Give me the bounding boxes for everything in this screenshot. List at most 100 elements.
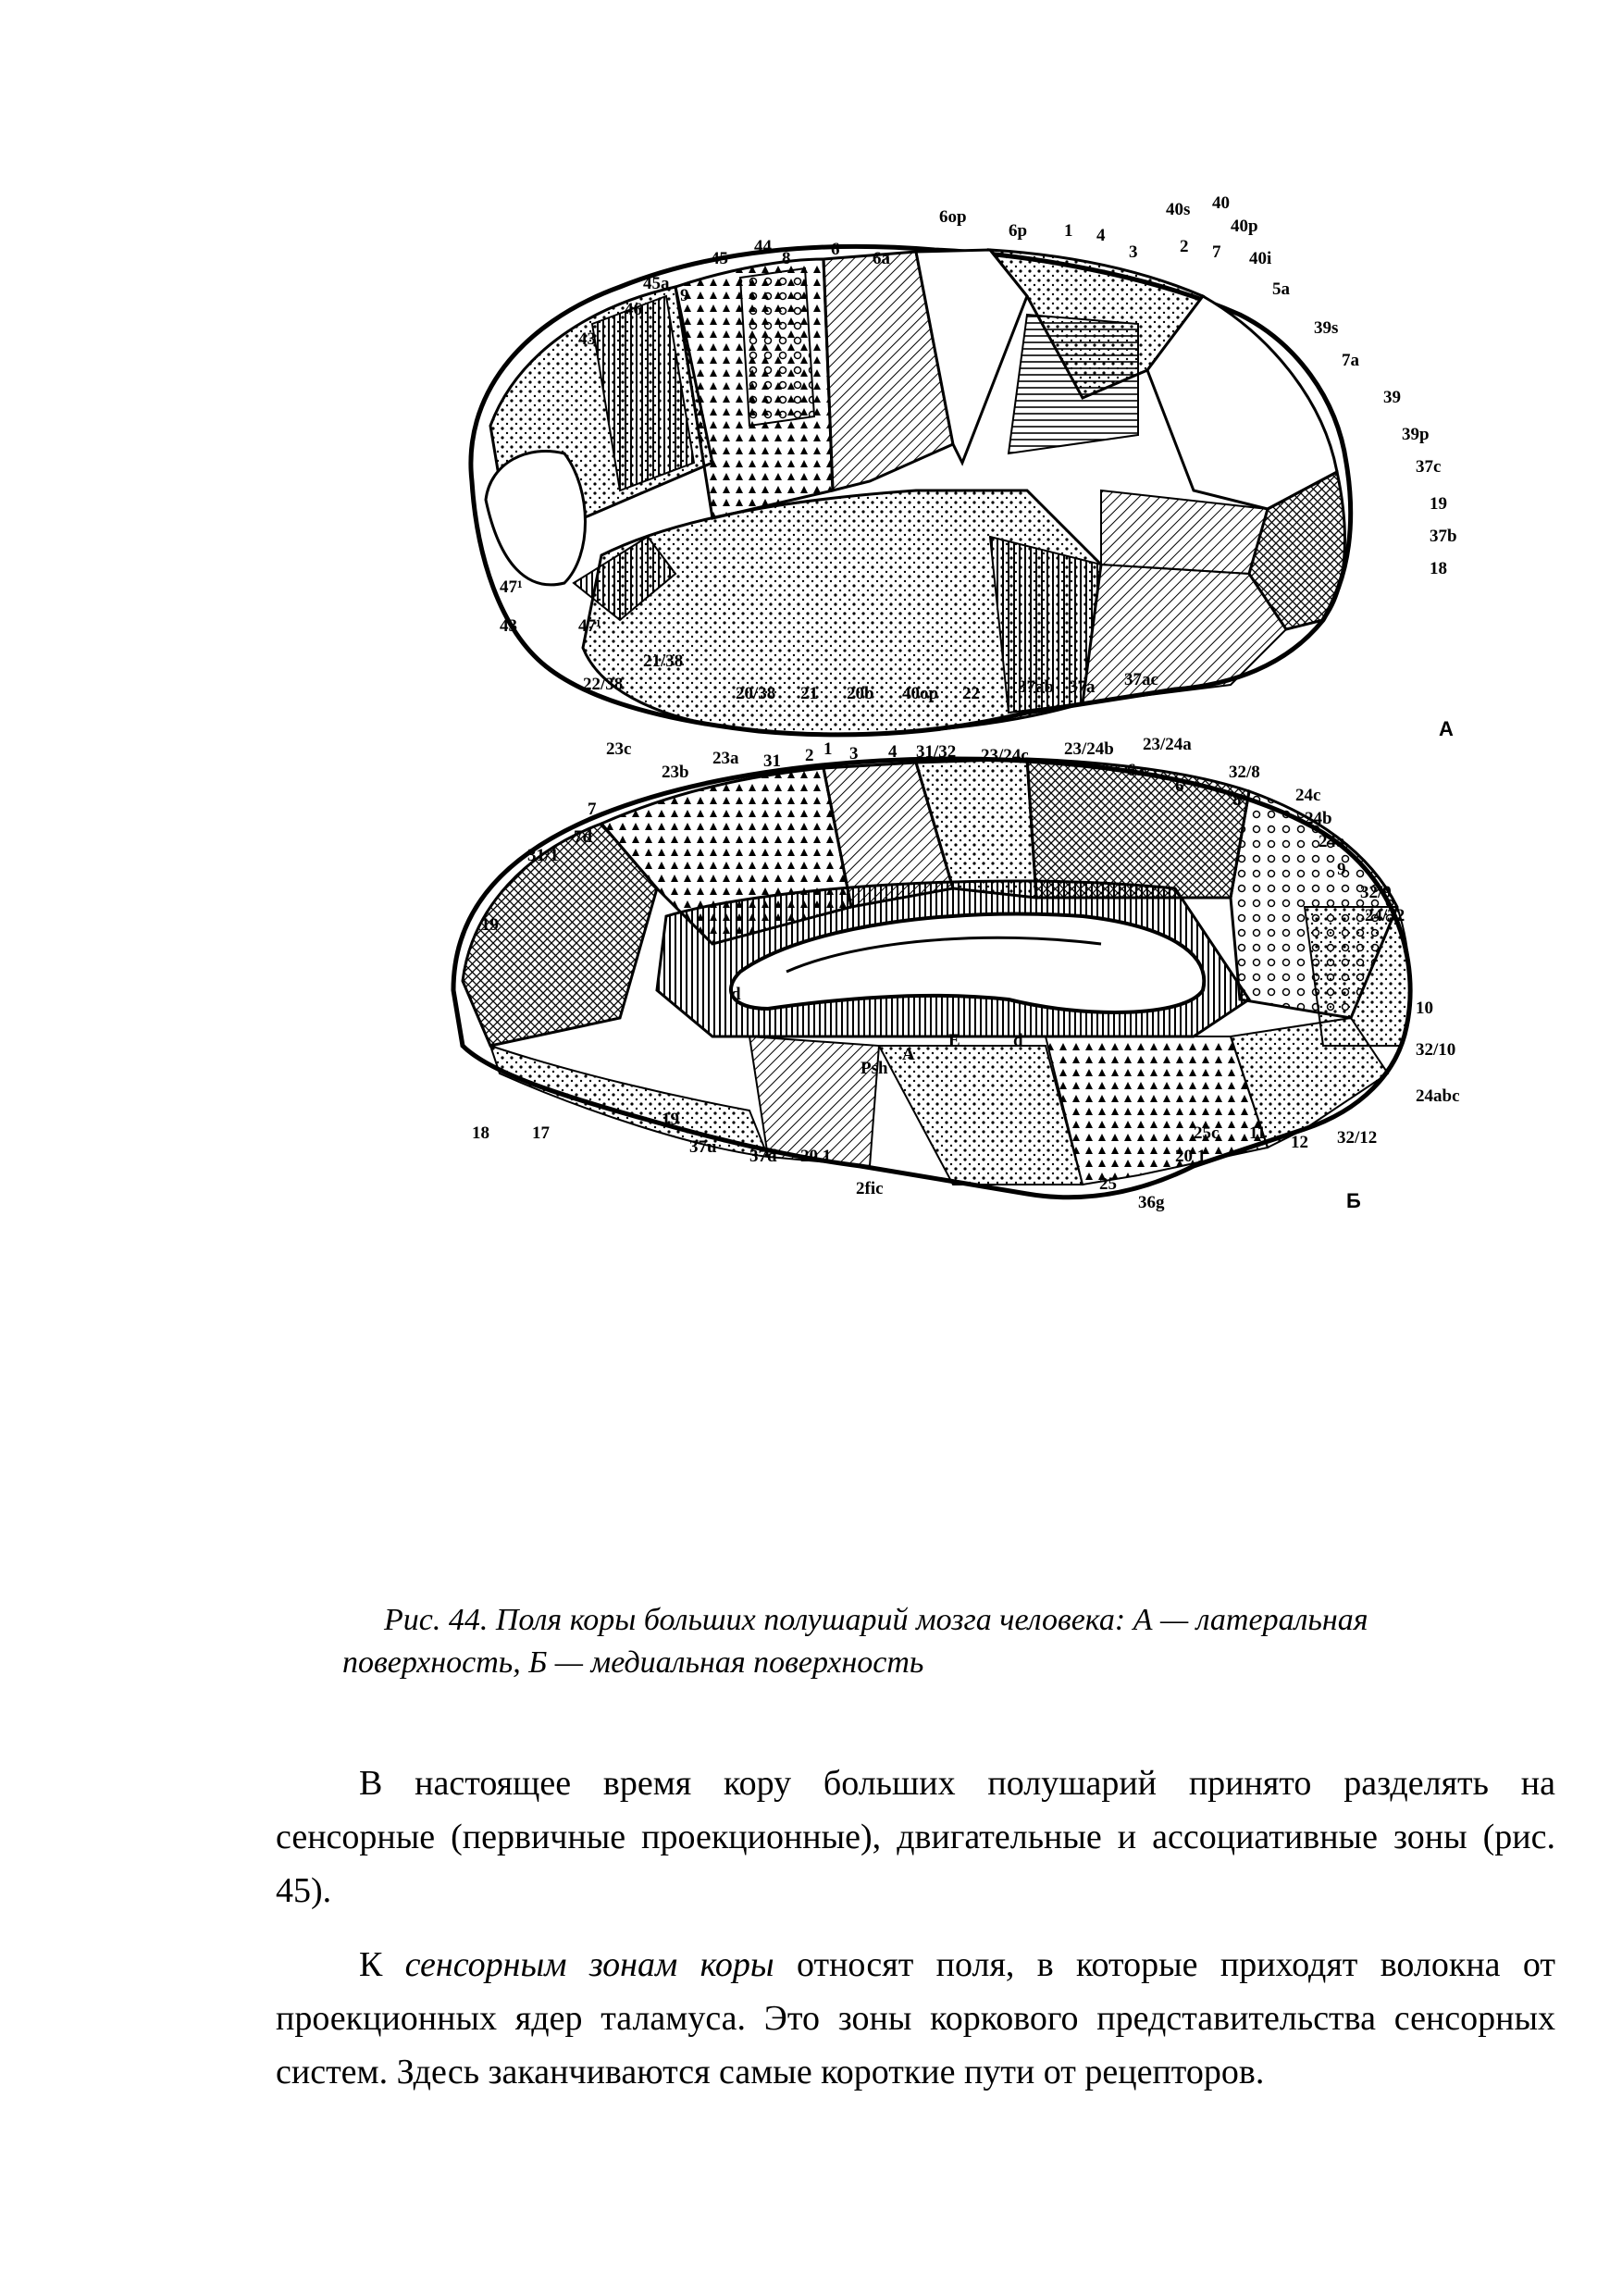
label-a-4: 40s xyxy=(1166,200,1190,219)
label-b-3: 31 xyxy=(763,751,781,771)
medial-surface-diagram xyxy=(451,756,1413,1200)
label-a-23: 39 xyxy=(1383,388,1401,407)
paragraph-2-italic-term: сенсорным зонам коры xyxy=(404,1945,774,1984)
label-b-34: 20 1 xyxy=(800,1147,831,1166)
label-b-2: 23a xyxy=(712,749,739,768)
label-a-7: 2 xyxy=(1180,237,1189,256)
brain-fields-illustration: 6op 6p 1 4 40s 40 40p 2 7 3 40i 5a 6a 6 … xyxy=(451,193,1460,1212)
label-b-19: 9 xyxy=(1337,860,1346,879)
label-a-21: 39s xyxy=(1314,318,1338,338)
label-a-19: 46 xyxy=(625,300,642,319)
paragraph-2: К сенсорным зонам коры относят поля, в к… xyxy=(276,1938,1555,2099)
label-a-17: 45a xyxy=(643,274,670,293)
label-b-44: A xyxy=(902,1045,915,1064)
label-a-28: 18 xyxy=(1430,559,1447,578)
label-a-36: 20b xyxy=(847,684,874,703)
medial-surface-labels: 23c 23b 23a 31 2 1 3 4 31/32 23/24c 23/2… xyxy=(472,735,1460,1212)
label-a-6: 40p xyxy=(1231,217,1258,236)
paragraph-1-line-1: В настоящее время кору больших полушарий… xyxy=(359,1764,1555,1803)
label-b-41: 32/12 xyxy=(1337,1128,1377,1148)
paragraph-1-rest: сенсорные (первичные проекционные), двиг… xyxy=(276,1818,1555,1910)
label-b-9: 23/24c xyxy=(981,746,1029,765)
caption-line-2: поверхность, Б — медиальная поверхность xyxy=(342,1645,924,1680)
label-a-24: 39p xyxy=(1402,425,1430,444)
label-a-5: 40 xyxy=(1212,193,1230,213)
label-b-12: 6a xyxy=(1127,761,1145,780)
label-b-32: 37u xyxy=(689,1137,717,1157)
label-b-18: 24a xyxy=(1319,832,1345,851)
label-a-14: 8 xyxy=(782,249,791,268)
label-a-8: 7 xyxy=(1212,242,1221,262)
label-a-0: 6op xyxy=(939,207,967,227)
label-b-38: 25c xyxy=(1194,1123,1219,1143)
label-b-14: 32/8 xyxy=(1229,763,1260,782)
label-a-32: 21/38 xyxy=(643,652,683,671)
label-a-22: 7a xyxy=(1342,351,1360,370)
lateral-surface-labels: 6op 6p 1 4 40s 40 40p 2 7 3 40i 5a 6a 6 … xyxy=(500,193,1457,740)
label-a-3: 4 xyxy=(1096,226,1106,245)
label-a-12: 6a xyxy=(873,249,891,268)
label-b-30: 17 xyxy=(532,1123,551,1143)
label-a-10: 40i xyxy=(1249,249,1271,268)
label-a-2: 1 xyxy=(1064,221,1073,241)
label-a-31: 47¹ xyxy=(578,616,601,636)
label-b-27: 31/1 xyxy=(527,846,559,865)
label-a-39: 37ab xyxy=(1018,677,1054,697)
label-b-45: E xyxy=(948,1031,960,1050)
label-b-6: 3 xyxy=(849,744,859,763)
label-b-17: 24b xyxy=(1305,809,1332,828)
figure-caption: Рис. 44. Поля коры больших полушарий моз… xyxy=(342,1599,1545,1684)
label-b-16: 24c xyxy=(1295,786,1320,805)
label-b-0: 23c xyxy=(606,739,631,759)
label-a-13: 6 xyxy=(831,240,840,259)
label-b-43: Psh xyxy=(861,1059,888,1078)
label-a-40: 37a xyxy=(1069,677,1096,697)
label-a-15: 44 xyxy=(754,237,773,256)
label-b-36: 25 xyxy=(1099,1174,1117,1194)
label-b-40: 12 xyxy=(1291,1133,1308,1152)
label-b-7: 4 xyxy=(888,742,898,762)
label-b-15: 8 xyxy=(1232,790,1242,810)
label-a-1: 6p xyxy=(1009,221,1027,241)
label-a-33: 22/38 xyxy=(583,675,623,694)
paragraph-2-rest: относят поля, в которые приходят волокна… xyxy=(276,1945,1555,2091)
label-b-42: 2fic xyxy=(856,1179,884,1198)
paragraph-1: В настоящее время кору больших полушарий… xyxy=(276,1756,1555,1917)
label-b-37: 36g xyxy=(1138,1193,1165,1212)
label-a-9: 3 xyxy=(1129,242,1138,262)
brain-cortex-figure: 6op 6p 1 4 40s 40 40p 2 7 3 40i 5a 6a 6 … xyxy=(435,185,1536,1545)
paragraph-2-start: К xyxy=(359,1945,405,1984)
label-b-10: 23/24b xyxy=(1064,739,1114,759)
label-a-16: 45 xyxy=(711,249,728,268)
label-b-8: 31/32 xyxy=(916,742,956,762)
label-a-29: 47¹ xyxy=(500,577,523,597)
label-a-25: 37c xyxy=(1416,457,1441,477)
panel-b-letter: Б xyxy=(1346,1189,1361,1212)
label-b-1: 23b xyxy=(662,763,689,782)
label-a-37: 40op xyxy=(902,684,938,703)
label-b-13: 6 xyxy=(1175,776,1184,796)
label-b-28: 19 xyxy=(481,915,499,935)
panel-a-letter: А xyxy=(1439,717,1454,740)
label-a-18: 9 xyxy=(680,286,689,305)
label-a-20: 43 xyxy=(578,329,596,349)
label-a-41: 37ac xyxy=(1124,670,1158,689)
label-b-20: 32/9 xyxy=(1360,883,1392,902)
label-b-5: 1 xyxy=(823,739,833,759)
label-b-11: 23/24a xyxy=(1143,735,1192,754)
label-a-30: 43 xyxy=(500,616,517,636)
label-b-4: 2 xyxy=(805,746,814,765)
label-b-21: 24/32 xyxy=(1365,906,1405,925)
label-b-29: 18 xyxy=(472,1123,489,1143)
label-b-46: d xyxy=(731,985,741,1004)
label-b-35: 20 1 xyxy=(1175,1147,1206,1166)
caption-line-1: Рис. 44. Поля коры больших полушарий моз… xyxy=(384,1603,1368,1637)
label-b-25: 7 xyxy=(588,800,597,819)
label-b-22: 10 xyxy=(1416,999,1433,1018)
label-a-38: 22 xyxy=(962,684,980,703)
label-a-27: 37b xyxy=(1430,527,1457,546)
label-b-26: 7d xyxy=(574,827,593,847)
label-b-31: 19 xyxy=(662,1110,679,1129)
label-b-39: 11 xyxy=(1249,1123,1266,1143)
